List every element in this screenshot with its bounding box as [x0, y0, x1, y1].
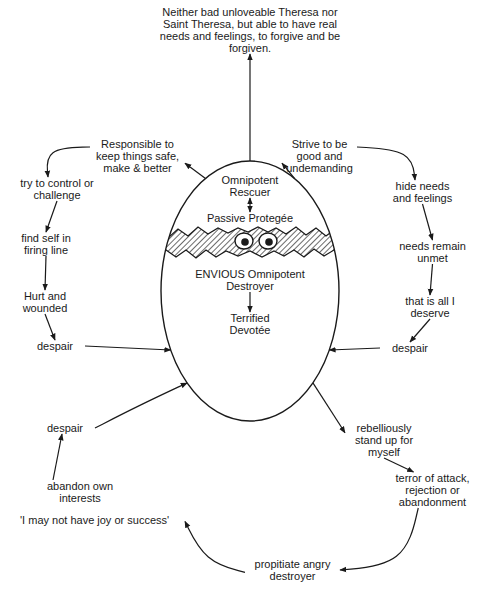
flow-arrow	[185, 163, 206, 178]
flow-arrow	[313, 383, 345, 433]
pupil	[241, 238, 249, 246]
text-node: rebelliously stand up for myself	[345, 422, 423, 458]
crack-band	[160, 227, 342, 258]
eye	[235, 233, 253, 249]
text-node: despair	[25, 340, 85, 352]
text-node: try to control or challenge	[12, 177, 102, 201]
text-node: abandon own interests 'I may not have joy…	[20, 480, 185, 526]
text-node: terror of attack, rejection or abandonme…	[385, 472, 480, 508]
text-node: Responsible to keep things safe, make & …	[90, 138, 185, 174]
flow-arrow	[249, 54, 250, 161]
node-text: try to control or challenge	[12, 177, 102, 201]
role-label: Terrified Devotée	[215, 312, 285, 336]
node-text: despair	[25, 340, 85, 352]
text-node: needs remain unmet	[395, 240, 470, 264]
node-text: needs remain unmet	[395, 240, 470, 264]
text-node: despair	[380, 342, 440, 354]
flow-arrow	[329, 348, 380, 350]
flow-arrow	[249, 198, 250, 212]
node-text: rebelliously stand up for myself	[345, 422, 423, 458]
flow-arrow	[45, 314, 55, 340]
text-node: propitiate angry destroyer	[245, 558, 340, 582]
text-node: Hurt and wounded	[10, 290, 80, 314]
flow-arrow	[47, 147, 90, 177]
node-text: Strive to be good and undemanding	[282, 138, 357, 174]
text-node: despair	[35, 422, 95, 434]
pupil	[265, 238, 273, 246]
node-text: Passive Protegée	[190, 212, 310, 224]
node-text: abandon own interests	[40, 480, 120, 504]
shell-crack	[160, 227, 342, 258]
node-text: terror of attack, rejection or abandonme…	[385, 472, 480, 508]
flow-arrow	[85, 346, 171, 350]
node-text: hide needs and feelings	[385, 180, 460, 204]
flow-arrow	[357, 147, 415, 180]
flow-arrow	[46, 201, 57, 232]
text-node: find self in firing line	[10, 232, 82, 256]
text-node: hide needs and feelings	[385, 180, 460, 204]
flow-arrow	[185, 521, 245, 572]
eye	[259, 233, 277, 249]
flow-arrow	[423, 204, 433, 240]
flow-arrow	[95, 383, 187, 428]
egg-outline-path	[161, 161, 339, 421]
role-label: ENVIOUS Omnipotent Destroyer	[191, 268, 309, 292]
flow-arrow	[384, 458, 414, 472]
flow-arrow	[53, 434, 62, 480]
flow-arrow	[340, 508, 418, 570]
node-text: Hurt and wounded	[10, 290, 80, 314]
flow-arrow	[249, 292, 250, 312]
role-label: Passive Protegée	[190, 212, 310, 224]
node-text: that is all I deserve	[395, 295, 465, 319]
flow-arrow	[430, 264, 433, 295]
node-text: find self in firing line	[10, 232, 82, 256]
flow-arrow	[45, 256, 46, 290]
text-node: Neither bad unloveable Theresa nor Saint…	[150, 6, 350, 54]
role-label: Omnipotent Rescuer	[205, 174, 295, 198]
node-text: ENVIOUS Omnipotent Destroyer	[191, 268, 309, 292]
node-text: propitiate angry destroyer	[245, 558, 340, 582]
node-text: 'I may not have joy or success'	[20, 514, 185, 526]
node-text: despair	[35, 422, 95, 434]
node-text: Neither bad unloveable Theresa nor Saint…	[150, 6, 350, 54]
text-node: Strive to be good and undemanding	[282, 138, 357, 174]
text-node: that is all I deserve	[395, 295, 465, 319]
node-text: despair	[380, 342, 440, 354]
egg-shape: Omnipotent RescuerPassive ProtegéeENVIOU…	[160, 160, 340, 422]
node-text: Terrified Devotée	[215, 312, 285, 336]
node-text: Omnipotent Rescuer	[205, 174, 295, 198]
flow-arrow	[410, 319, 430, 342]
node-text: Responsible to keep things safe, make & …	[90, 138, 185, 174]
